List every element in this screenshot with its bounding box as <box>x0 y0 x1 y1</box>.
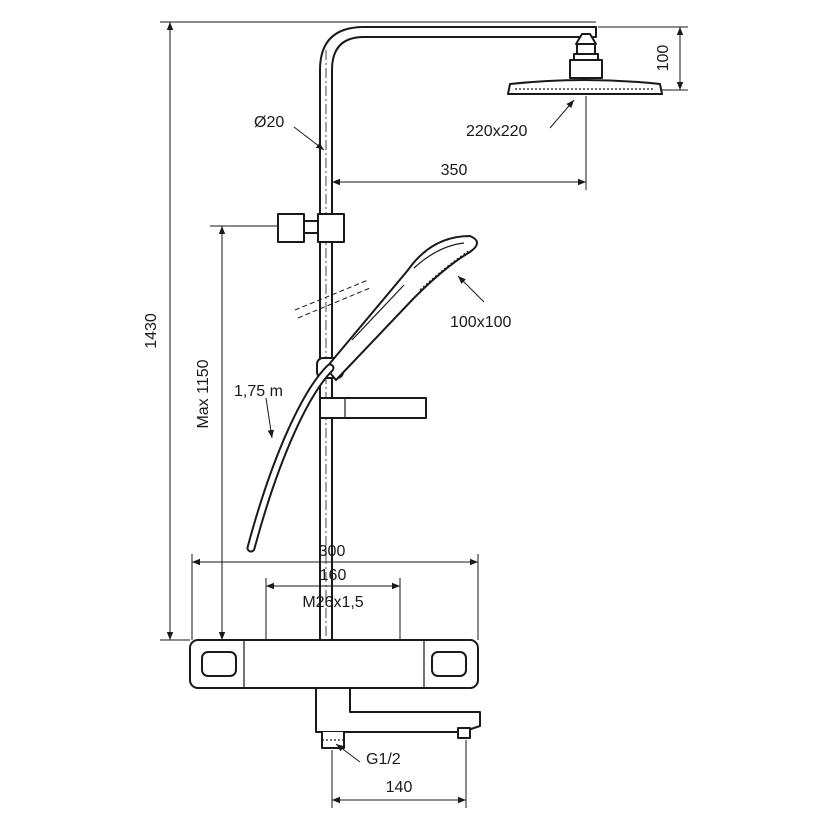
label-max-height: Max 1150 <box>195 359 212 428</box>
dimension-total-height <box>160 21 596 641</box>
shower-hose <box>246 363 335 553</box>
dimension-arm-length <box>332 96 587 190</box>
leader-head-size <box>549 99 575 129</box>
label-hand-shower-size: 100x100 <box>450 314 511 331</box>
shelf <box>319 397 427 419</box>
label-connector-thread: M26x1,5 <box>302 594 363 611</box>
dimension-mixer-width <box>191 554 479 640</box>
label-total-height: 1430 <box>143 313 160 349</box>
hand-shower <box>325 235 478 381</box>
label-head-size: 220x220 <box>466 123 527 140</box>
bath-spout <box>315 687 481 749</box>
label-hose-length: 1,75 m <box>234 383 283 400</box>
dashed-position-marks <box>294 279 371 319</box>
dimension-max-height <box>210 225 278 640</box>
label-head-height: 100 <box>655 45 672 72</box>
shower-column <box>319 26 597 641</box>
label-connection-spacing: 160 <box>320 567 347 584</box>
label-inlet-thread: G1/2 <box>366 751 401 768</box>
dimension-head-height <box>598 26 688 91</box>
label-rail-diameter: Ø20 <box>254 114 284 131</box>
thermostatic-mixer <box>189 639 479 689</box>
label-arm-length: 350 <box>441 162 468 179</box>
dimension-spout-length <box>331 740 467 808</box>
leader-hose <box>265 397 274 439</box>
leader-hand-shower <box>457 275 485 303</box>
label-mixer-width: 300 <box>319 543 346 560</box>
leader-rail-diameter <box>293 126 325 151</box>
wall-bracket <box>277 213 345 243</box>
overhead-shower-head <box>507 33 663 95</box>
leader-inlet <box>335 743 361 763</box>
dimension-connection-spacing <box>265 578 401 640</box>
label-spout-length: 140 <box>386 779 413 796</box>
